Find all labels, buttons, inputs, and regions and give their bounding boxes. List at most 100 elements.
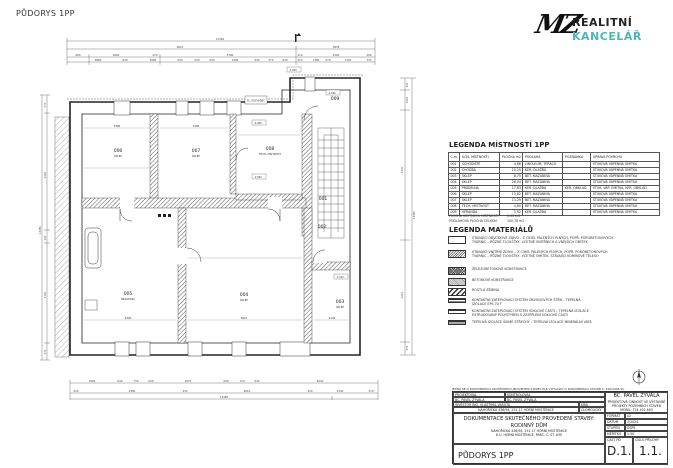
room-007-width: 2380 [193,124,200,128]
top-dimensions [66,38,376,65]
company-phone: MOBIL: 724 402 603 [620,408,653,412]
address-line1: NAHOŘICKÁ 436/94, 251 17 HORNÍ MOŠTĚNICE [491,429,567,433]
room-007-name: SKLEP [192,154,200,158]
part-value: D.1. [607,444,632,458]
staircase [317,127,345,239]
material-text: TEPELNÁ IZOLACE ŠIKMÉ STŘECHY – TEPELNÁ … [472,320,592,324]
dim: 730 [134,379,139,383]
dim: 410 [298,58,303,62]
material-item: TEPELNÁ IZOLACE ŠIKMÉ STŘECHY – TEPELNÁ … [448,320,592,325]
room-006-width: 3380 [114,124,121,128]
floor-plan: 13380 9015 3835 660 3690 470 5790 410 31… [38,33,416,400]
right-dimensions [400,77,416,356]
summary-label: PLOCHA OBYTNÝCH MÍSTNOSTÍ [449,214,499,218]
doc-title: DOKUMENTACE SKUTEČNÉHO PROVEDENÍ STAVBY: [463,416,595,422]
title-block: PROJEKTOVAL KONTROLOVAL BC. PAVEL ZÝVALA… [452,391,668,465]
part-cell: ČÁST PD D.1. [605,437,633,465]
room-004-name: SKLEP [240,298,248,302]
swatch-reinforced-concrete [448,267,466,275]
address-line2: K.Ú. HORNÍ MOŠTĚNICE, PARC. Č. ST. 639 [496,433,562,437]
summary-value: 0,00 m2 [507,214,521,218]
cell [562,209,592,216]
dim: 2670 [185,379,192,383]
dim: 720 [240,379,245,383]
date-value: 4/2024 [625,419,668,425]
dim: 640 [255,58,260,62]
kontroloval-value: BC. PAVEL ZÝVALA [505,397,605,402]
investor-address: NAHOŘICKÁ 436/94, 251 17 HORNÍ MOŠTĚNICE [453,407,579,413]
col-header: ÚPRAVA POVRCHU [590,152,660,162]
material-legend-title: LEGENDA MATERIÁLŮ [449,226,533,234]
section-mark-top-icon [295,33,301,42]
dim: 660 [76,53,81,57]
room-003-width: 2130 [329,316,336,320]
company-cell: BC. PAVEL ZÝVALA PROJEKTOVÁ ČINNOST VE V… [605,392,668,413]
format-label: FORMÁT [605,413,625,419]
material-item: STÁVAJÍCÍ OBVODOVÉ ZDIVO – Z CIHEL PÁLEN… [448,236,622,244]
material-item: KONTAKTNÍ ZATEPLOVACÍ SYSTÉM OBVODOVÝCH … [448,298,592,306]
swatch-soil [448,288,466,296]
dim-top-right: 3835 [333,45,340,49]
bathtub-icon [84,227,102,269]
dim: 330 [308,389,313,393]
dim: 640 [118,379,123,383]
col-header: ÚČEL MÍSTNOSTI [459,152,501,162]
date-label: DATUM [605,419,625,425]
dim: 4460 [43,171,47,178]
building-walls [67,74,363,357]
dim: 340 [405,82,409,87]
col-header: Č.m. [447,152,461,162]
kraj-label: KRAJ [579,402,605,407]
room-004-width: 5610 [241,316,248,320]
dim: 3720 [43,291,47,298]
company-name: BC. PAVEL ZÝVALA [613,393,660,399]
col-header: PLOCHA m2 [499,152,524,162]
boiler-icon [84,299,98,311]
electrical-box-label: EL. ROZVADĚČ [247,100,265,103]
material-item: ROSTLÁ ZEMINA [448,288,499,296]
swatch-existing-inner-wall [448,250,466,258]
investor-label: INVESTOR [455,403,472,407]
table-header-row: Č.m. ÚČEL MÍSTNOSTI PLOCHA m2 PODLAHA PO… [447,152,660,162]
cell: KER. DLAŽBA [522,209,564,216]
dim: 640 [255,379,260,383]
material-text: STÁVAJÍCÍ VNITŘNÍ ZDIVO – Z CIHEL PÁLENÝ… [472,250,608,258]
sheet-value: 1.1. [639,444,662,458]
dim-left-overall: 13380 [38,226,42,234]
level-mark: -1,410 [336,276,344,279]
room-005-name: PRÁDELNA [121,296,135,301]
dim: 570 [326,58,331,62]
room-003-name: SKLEP [336,305,344,309]
dim: 4630 [317,379,324,383]
room-007-number: 007 [192,148,201,154]
drawing-name: PŮDORYS 1PP [453,444,605,465]
cell: 3,92 [499,209,524,216]
sheet-label: ČÍSLO PŘÍLOHY [635,438,659,442]
dim: 2860 [95,58,102,62]
projektoval-value: BC. PAVEL ZÝVALA [453,397,505,402]
level-mark: -2,450 [254,122,262,125]
swatch-plinth-insulation [448,309,466,314]
scale-label: MĚŘÍTKO [605,431,625,437]
material-item: BETONOVÉ KONSTRUKCE [448,278,514,286]
company-desc: PROJEKTOVÁ ČINNOST VE VÝSTAVBĚ [607,400,666,404]
drawing-title: PŮDORYS 1PP [16,9,75,18]
logo-line1: REALITNÍ [572,16,633,29]
dim: 640 [178,58,183,62]
part-label: ČÁST PD [607,438,621,442]
room-legend-title: LEGENDA MÍSTNOSTÍ 1PP [449,141,550,149]
dim: 520 [195,58,200,62]
dim: 5790 [227,53,234,57]
dim: 4380 [129,389,136,393]
bottom-dimensions [69,380,379,400]
dim: 460 [367,53,372,57]
kontroloval-label: KONTROLOVAL [505,392,605,397]
level-mark: -1,590 [328,92,336,95]
dim: 370 [369,389,374,393]
material-legend: STÁVAJÍCÍ OBVODOVÉ ZDIVO – Z CIHEL PÁLEN… [448,236,658,366]
room-006-name: SKLEP [114,154,122,158]
